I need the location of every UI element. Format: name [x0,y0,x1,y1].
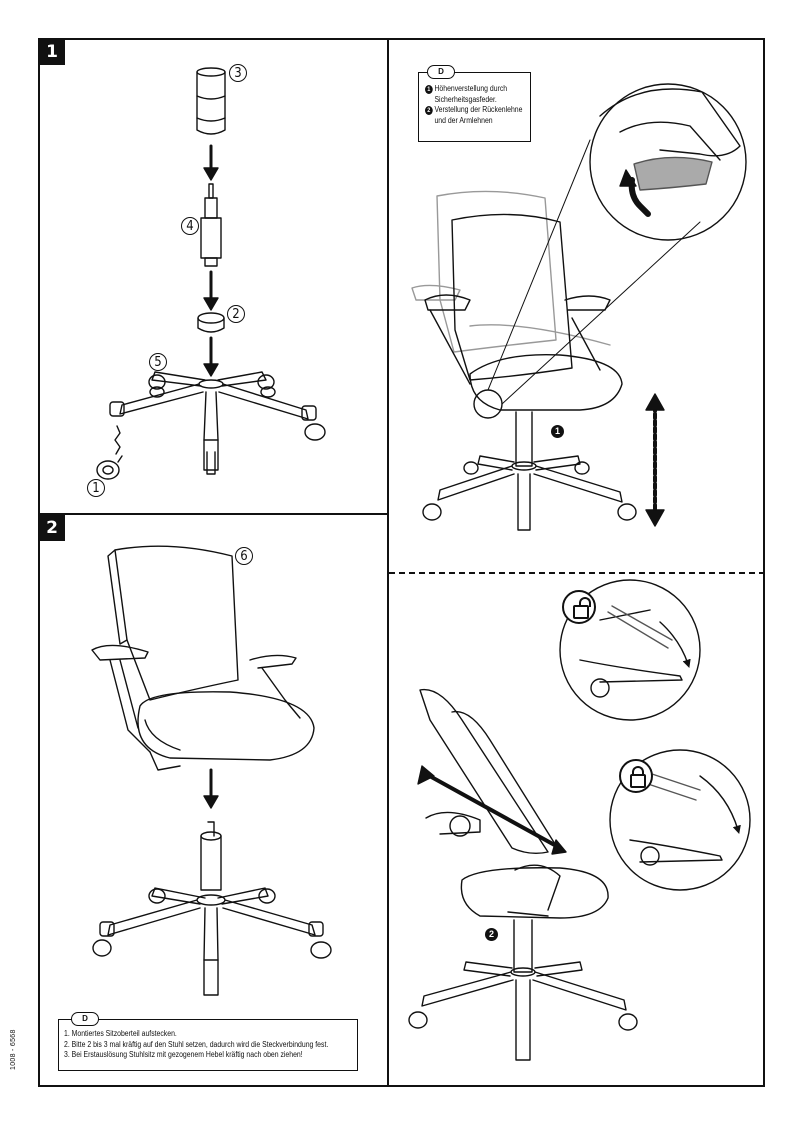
note-item-1-line-1: Höhenverstellung durch [434,84,508,93]
note-item-1-line-2: Sicherheitsgasfeder. [434,94,497,104]
note-box-assembly: D 1. Montiertes Sitzoberteil aufstecken.… [58,1012,358,1071]
dashed-divider [389,572,765,574]
callout-1: 1 [87,479,105,497]
chair-backrest [107,545,239,701]
assembly-step-1: 1. Montiertes Sitzoberteil aufstecken. [64,1029,177,1038]
marker-2: 2 [485,928,498,941]
marker-1: 1 [551,425,564,438]
callout-3: 3 [229,64,247,82]
language-badge-top: D [427,65,455,79]
height-arrow [645,393,665,527]
step-badge-1: 1 [39,39,65,65]
chair-seat [137,691,315,761]
backrest-tilt-arrow [417,765,567,855]
step-badge-2: 2 [39,515,65,541]
star-base-top [109,371,326,475]
callout-5: 5 [149,353,167,371]
bullet-1: 1 [425,85,433,94]
note-item-2-line-2: und der Armlehnen [434,115,493,125]
unlock-icon [562,590,596,624]
unlock-zoom-circle [559,579,701,721]
gas-lift-cover-part [196,67,226,135]
callout-2: 2 [227,305,245,323]
instruction-sheet-frame [38,38,765,1087]
side-view-chair [419,688,609,919]
chair-armrests [91,644,301,753]
base-ring [197,312,225,333]
zoom-circle-lever [589,83,747,241]
assembly-step-3: 3. Bei Erstauslösung Stuhlsitz mit gezog… [64,1050,303,1059]
zoom-lines [487,139,701,405]
document-code: 1008 - 6568 [10,1029,17,1070]
callout-4: 4 [181,217,199,235]
bullet-2: 2 [425,106,433,115]
vertical-divider [387,38,389,1087]
castor-wheel [96,425,123,480]
lock-icon [619,759,653,793]
star-base-right [422,411,637,531]
chair-ghost-backrest [411,190,611,353]
star-base-bottom-right [408,919,638,1061]
star-base-panel-2 [92,821,332,996]
note-item-2-line-1: Verstellung der Rückenlehne [434,105,523,114]
horizontal-divider [38,513,389,515]
assembly-step-2: 2. Bitte 2 bis 3 mal kräftig auf den Stu… [64,1039,329,1049]
language-badge-bottom: D [71,1012,99,1026]
callout-6: 6 [235,547,253,565]
gas-lift-cylinder [200,183,222,267]
